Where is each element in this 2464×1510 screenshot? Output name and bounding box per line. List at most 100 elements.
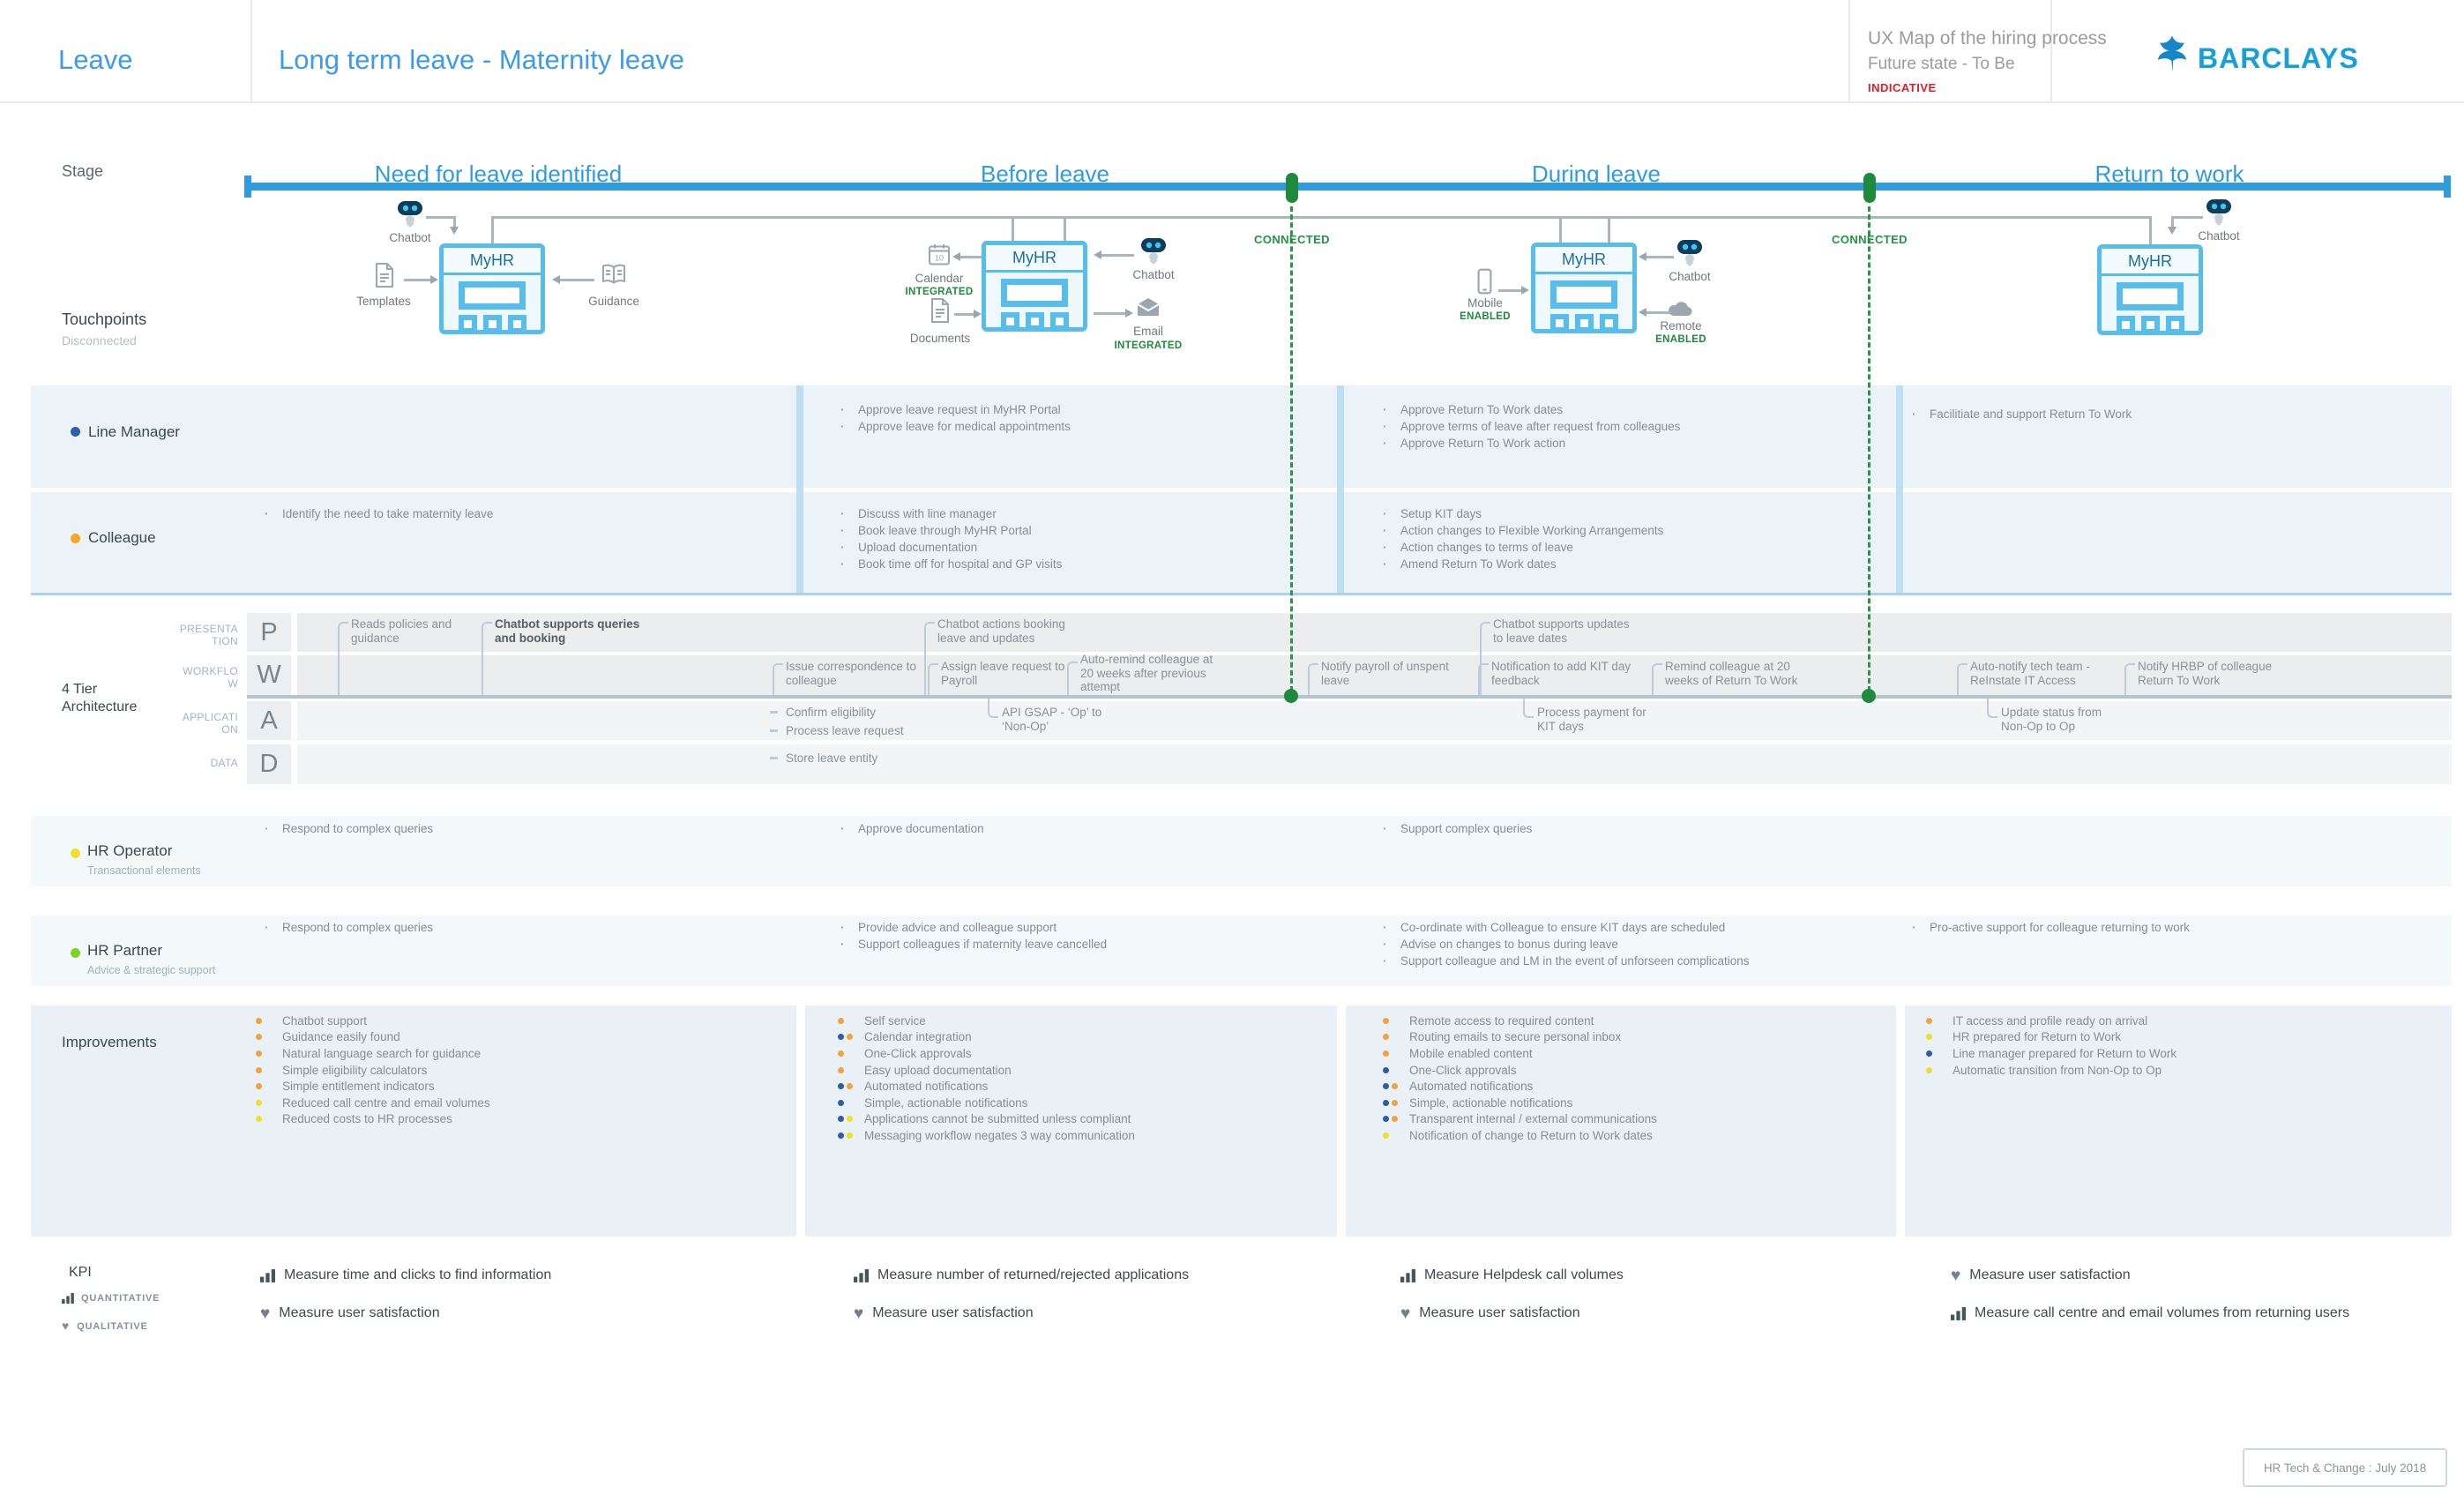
- hr-partner-need-cell: Respond to complex queries: [265, 919, 688, 936]
- hr-partner-during-cell: Co-ordinate with Colleague to ensure KIT…: [1383, 919, 1859, 969]
- improvements-need-cell: Chatbot support Guidance easily found Na…: [256, 1013, 750, 1127]
- documents-icon: [931, 298, 949, 323]
- bullet-dot: [256, 1099, 262, 1106]
- colleague-during-cell: Setup KIT days Action changes to Flexibl…: [1383, 505, 1788, 572]
- list-item: IT access and profile ready on arrival: [1926, 1013, 2420, 1029]
- header-divider: [250, 0, 252, 101]
- bullet-dot: [838, 1116, 844, 1123]
- bullet-dots: [838, 1017, 864, 1024]
- list-item: Chatbot support: [256, 1013, 750, 1029]
- list-item: Upload documentation: [840, 539, 1246, 556]
- arrow-line: [2171, 216, 2203, 219]
- bullet-dots: [1383, 1017, 1409, 1024]
- arrow-line: [1101, 254, 1134, 257]
- list-item: Reduced call centre and email volumes: [256, 1095, 750, 1111]
- email-label: Email: [1133, 325, 1163, 338]
- bullet-dots: [1383, 1132, 1409, 1139]
- bar-chart-icon: [62, 1293, 74, 1304]
- bullet-dot: [1383, 1017, 1389, 1024]
- arrow-left-icon: [1639, 308, 1646, 317]
- calendar-status: INTEGRATED: [905, 287, 974, 297]
- arrow-line: [2171, 216, 2174, 227]
- kpi-item: ♥ Measure user satisfaction: [1951, 1266, 2131, 1285]
- bullet-dots: [838, 1050, 864, 1057]
- list-item: Remote access to required content: [1383, 1013, 1877, 1029]
- bullet-dot: [256, 1050, 262, 1057]
- bullet-dot: [256, 1083, 262, 1090]
- lane-sublabel-hr-partner: Advice & strategic support: [87, 964, 216, 976]
- myhr-title: MyHR: [986, 245, 1083, 273]
- bullet-dot: [256, 1034, 262, 1041]
- touchpoints-row-label: Touchpoints: [62, 310, 147, 328]
- lane-label-line-manager: Line Manager: [88, 423, 180, 440]
- connector: [1523, 699, 1534, 718]
- list-item: Approve Return To Work dates: [1383, 401, 1705, 418]
- lane-label-kpi: KPI: [69, 1265, 92, 1280]
- connected-label: CONNECTED: [1832, 233, 1908, 246]
- bullet-dot: [847, 1034, 853, 1041]
- bullet-dot: [1392, 1116, 1398, 1123]
- line-manager-before-cell: Approve leave request in MyHR Portal App…: [840, 401, 1220, 435]
- connector: [924, 622, 935, 697]
- arch-item: Store leave entity: [786, 751, 878, 765]
- list-item: Action changes to Flexible Working Arran…: [1383, 522, 1788, 539]
- connector: [988, 699, 998, 718]
- bullet-dots: [1383, 1099, 1409, 1106]
- arrow-line: [959, 256, 982, 258]
- line-manager-dot: [71, 427, 80, 437]
- arch-item: Notify HRBP of colleague Return To Work: [2138, 660, 2273, 687]
- lane-label-hr-partner: HR Partner: [87, 942, 163, 959]
- calendar-icon: 10: [929, 244, 950, 265]
- connector: [1067, 662, 1078, 697]
- arch-item: Process payment for KIT days: [1537, 706, 1646, 733]
- kpi-item: ♥ Measure user satisfaction: [854, 1304, 1034, 1323]
- remote-label: Remote: [1660, 319, 1702, 333]
- chatbot-label: Chatbot: [1132, 268, 1175, 281]
- list-item: Self service: [838, 1013, 1332, 1029]
- column-gap: [1896, 1005, 1905, 1237]
- myhr-title: MyHR: [444, 248, 541, 275]
- bullet-dots: [256, 1017, 282, 1024]
- list-item: Simple entitlement indicators: [256, 1078, 750, 1095]
- tier-letter-a: A: [247, 701, 291, 740]
- connector-dash: [770, 711, 778, 714]
- guidance-icon: [602, 264, 625, 284]
- arrow-down-icon: [2168, 227, 2177, 235]
- kpi-legend-quantitative: QUANTITATIVE: [62, 1293, 160, 1304]
- remote-cloud-icon: [1669, 302, 1692, 317]
- barclays-eagle-icon: [2157, 35, 2187, 72]
- guidance-label: Guidance: [588, 295, 639, 308]
- myhr-screen: [1535, 280, 1632, 333]
- bullet-dot: [1383, 1116, 1389, 1123]
- arch-item: Issue correspondence to colleague: [786, 660, 916, 687]
- bullet-dots: [256, 1099, 282, 1106]
- list-item: Approve documentation: [840, 820, 1246, 837]
- tier-letter-w: W: [247, 655, 291, 695]
- arrow-line: [1498, 289, 1523, 292]
- chatbot-icon: [398, 201, 422, 228]
- header-divider: [2050, 0, 2052, 101]
- arch-item: Update status from Non-Op to Op: [2001, 706, 2102, 733]
- tier-bar-presentation: [297, 613, 2452, 652]
- list-item: Notification of change to Return to Work…: [1383, 1127, 1877, 1144]
- mobile-status: ENABLED: [1460, 311, 1511, 322]
- list-item: Automated notifications: [838, 1078, 1332, 1095]
- bullet-dot: [838, 1066, 844, 1073]
- bullet-dot: [838, 1050, 844, 1057]
- stage-row-label: Stage: [62, 162, 104, 180]
- list-item: Pro-active support for colleague returni…: [1912, 919, 2353, 936]
- colleague-before-cell: Discuss with line manager Book leave thr…: [840, 505, 1246, 572]
- arrow-line: [404, 279, 430, 281]
- list-item: Reduced costs to HR processes: [256, 1111, 750, 1128]
- bar-chart-icon: [854, 1268, 869, 1282]
- connector-dash: [770, 757, 778, 759]
- brand-wordmark: BARCLAYS: [2198, 42, 2359, 74]
- kpi-item: ♥ Measure user satisfaction: [260, 1304, 440, 1323]
- list-item: Action changes to terms of leave: [1383, 539, 1788, 556]
- arrow-right-icon: [974, 310, 982, 318]
- bullet-dot: [1383, 1050, 1389, 1057]
- column-gap: [796, 1005, 805, 1237]
- bullet-dot: [1383, 1066, 1389, 1073]
- list-item: Transparent internal / external communic…: [1383, 1111, 1877, 1128]
